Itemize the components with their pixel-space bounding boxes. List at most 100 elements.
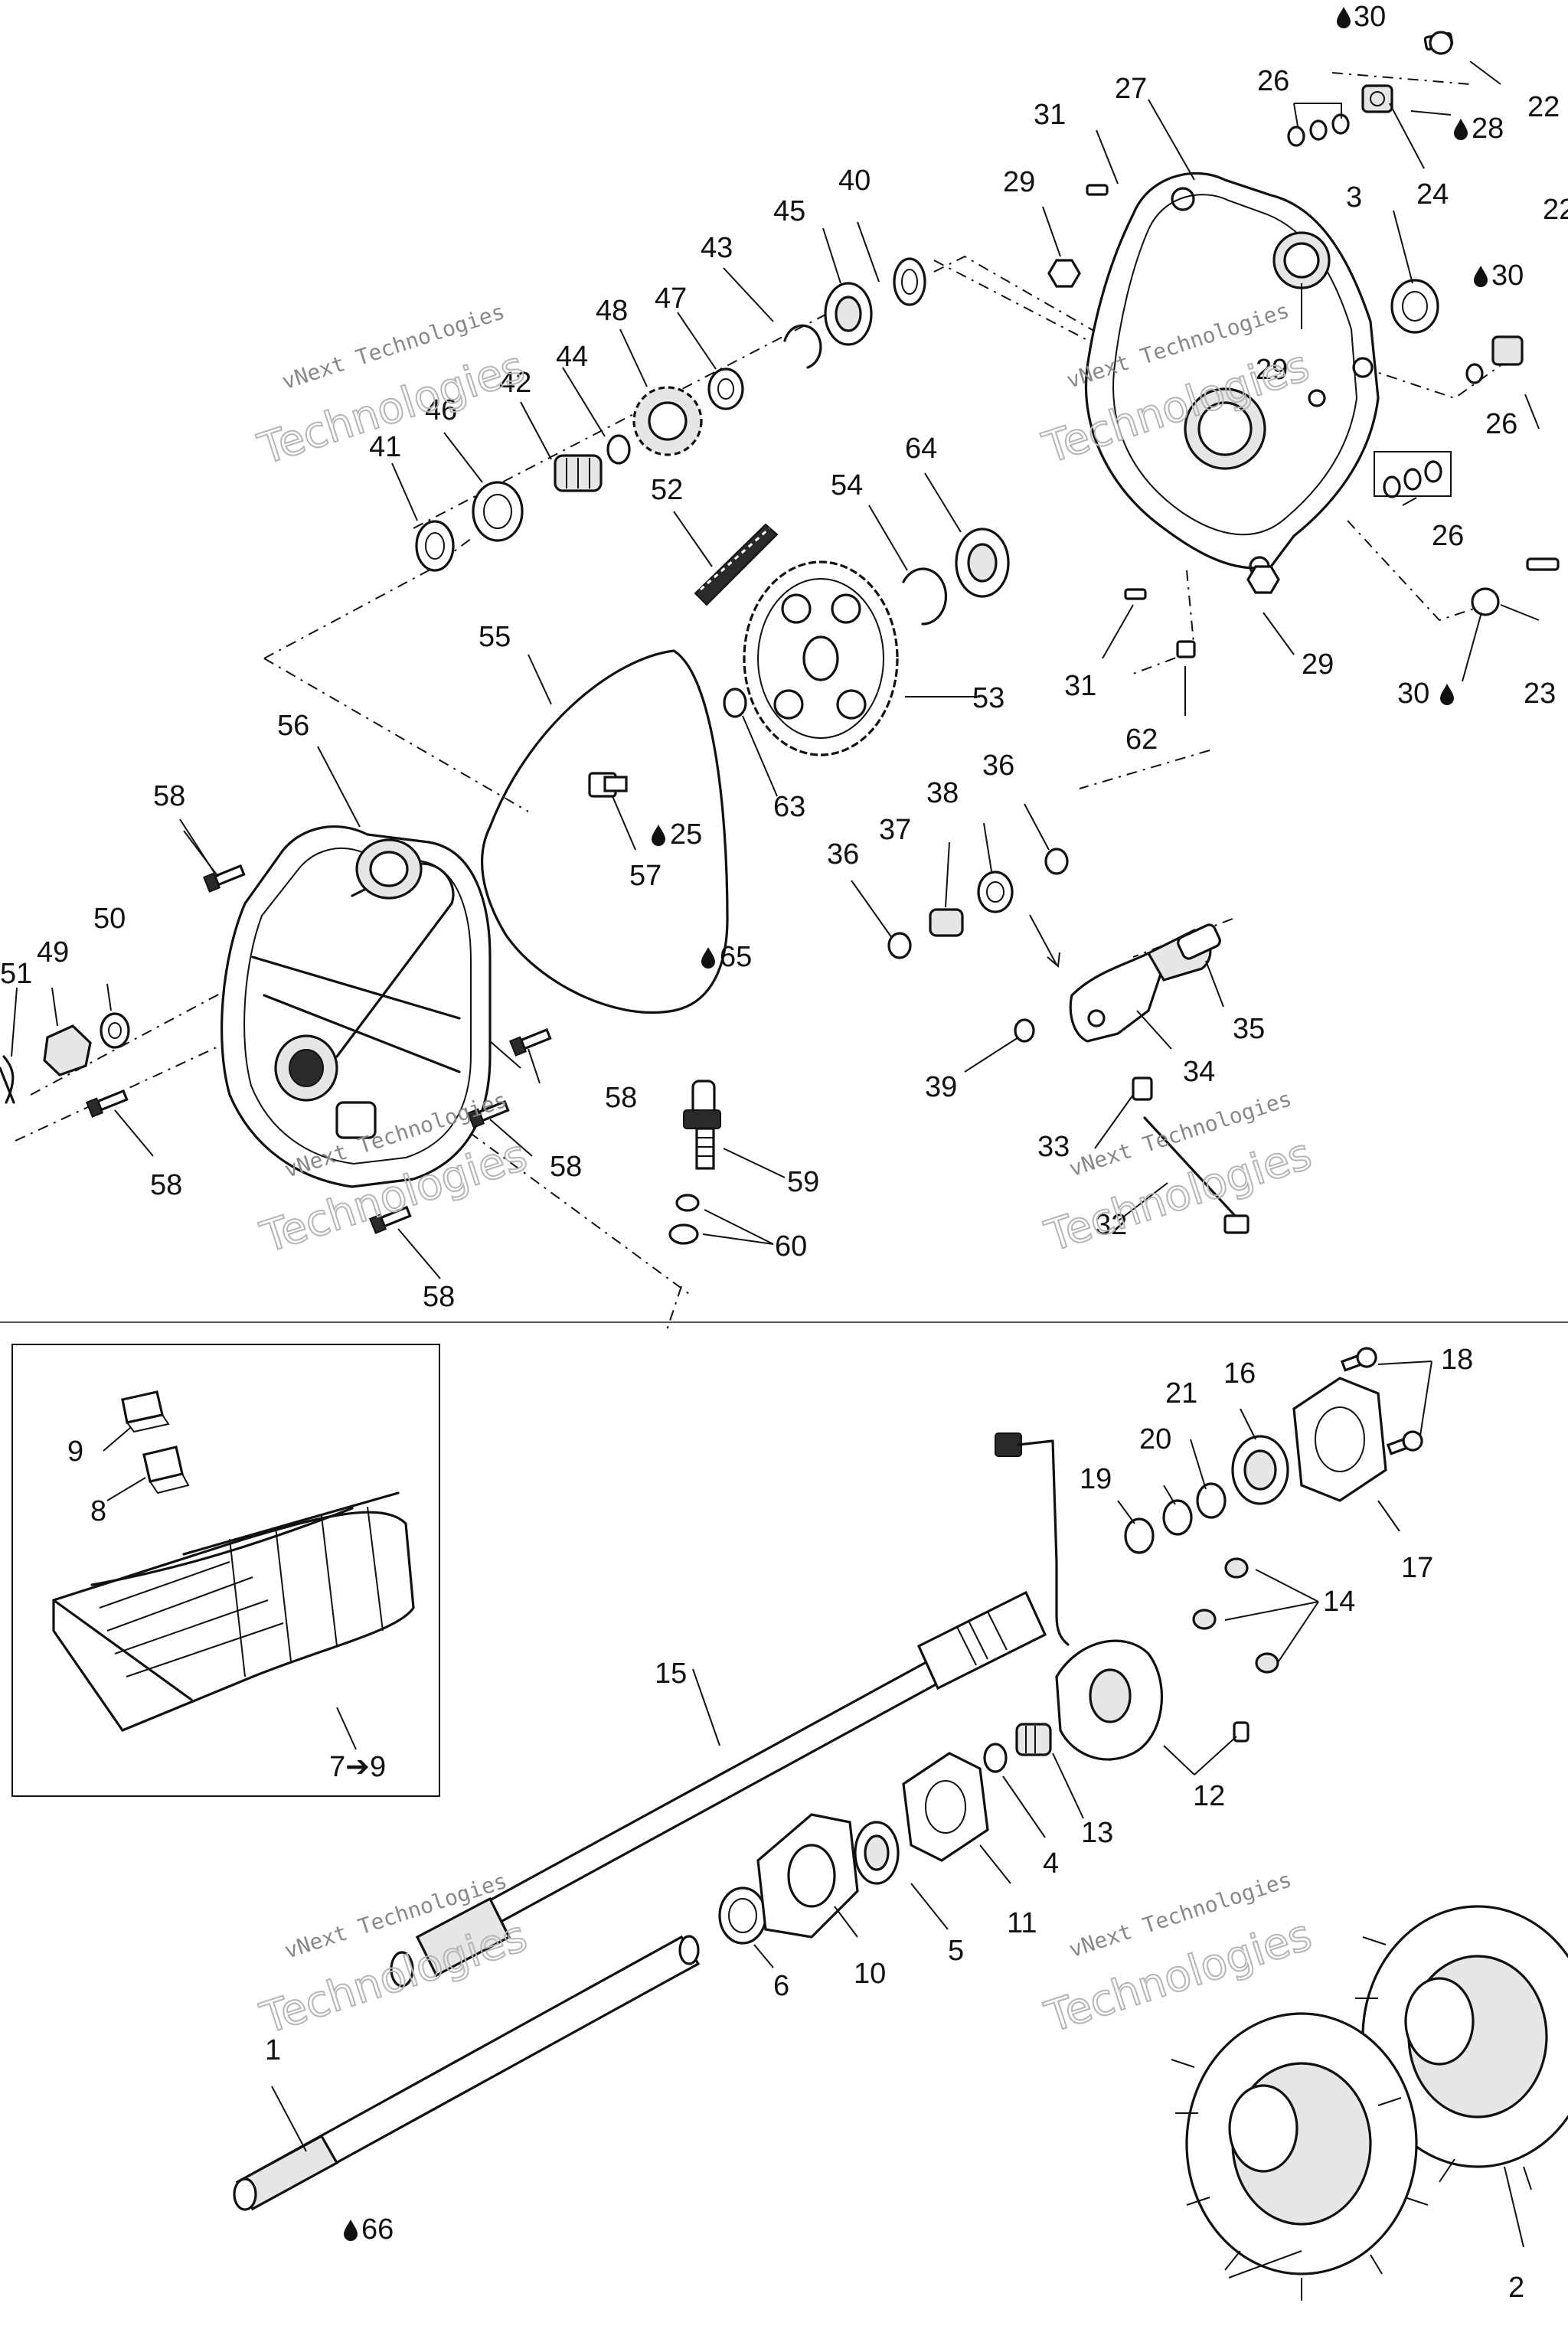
washers-60 bbox=[668, 1194, 700, 1245]
callout-54: 54 bbox=[831, 469, 863, 501]
bearing-cover-12 bbox=[995, 1432, 1164, 1761]
grease-fitting bbox=[1233, 1721, 1250, 1743]
callout-30a: 30 bbox=[1354, 1, 1386, 33]
callout-49: 49 bbox=[37, 936, 69, 969]
callout-56: 56 bbox=[277, 710, 309, 742]
lubricant-drop-icon bbox=[1454, 119, 1468, 140]
gasket-55 bbox=[481, 649, 729, 1014]
screws-58 bbox=[85, 864, 552, 1234]
lubricant-drop-icon bbox=[1337, 7, 1351, 28]
bearing-64 bbox=[955, 528, 1010, 598]
callout-38: 38 bbox=[926, 777, 959, 809]
dowel-31-top bbox=[1086, 184, 1109, 196]
callout-28: 28 bbox=[1472, 113, 1504, 145]
callout-57: 57 bbox=[629, 860, 662, 892]
callout-30c: 30 bbox=[1397, 678, 1429, 710]
callout-32: 32 bbox=[1095, 1209, 1127, 1241]
washer-50 bbox=[100, 1012, 130, 1049]
callout-29c: 29 bbox=[1302, 648, 1334, 681]
tensioner-arrow bbox=[1029, 914, 1060, 968]
bearing-38 bbox=[977, 871, 1014, 913]
callout-37: 37 bbox=[879, 814, 911, 846]
callout-22b: 22 bbox=[1543, 194, 1568, 226]
chaincase-cover-56 bbox=[220, 825, 492, 1188]
callout-58b: 58 bbox=[605, 1082, 637, 1114]
callout-26b: 26 bbox=[1485, 408, 1517, 440]
washer-36-right bbox=[1044, 848, 1069, 875]
drive-shaft-15 bbox=[390, 1590, 1047, 1988]
track-inset-box bbox=[11, 1344, 440, 1797]
callout-7: 7➔9 bbox=[329, 1751, 386, 1783]
callout-42: 42 bbox=[499, 367, 531, 399]
clip-9 bbox=[121, 1390, 170, 1433]
callout-17: 17 bbox=[1401, 1552, 1433, 1584]
bolt-57 bbox=[588, 772, 628, 798]
bearing-5 bbox=[854, 1821, 900, 1885]
callout-51: 51 bbox=[0, 958, 32, 990]
callout-22a: 22 bbox=[1527, 91, 1560, 123]
ring-21 bbox=[1196, 1482, 1227, 1519]
callout-59: 59 bbox=[787, 1166, 819, 1198]
callout-5: 5 bbox=[948, 1935, 964, 1967]
washer-44 bbox=[606, 434, 631, 465]
callout-36b: 36 bbox=[982, 750, 1014, 782]
callout-62: 62 bbox=[1125, 724, 1158, 756]
washers-26-top bbox=[1287, 113, 1350, 147]
callout-65: 65 bbox=[720, 941, 752, 973]
ring-20 bbox=[1162, 1499, 1193, 1536]
plate-11 bbox=[902, 1752, 989, 1862]
drive-sprockets-2 bbox=[1171, 1905, 1568, 2301]
callout-64: 64 bbox=[905, 433, 937, 465]
bolt-22 bbox=[1423, 31, 1454, 55]
level-plug-59 bbox=[683, 1080, 721, 1170]
callout-34: 34 bbox=[1183, 1056, 1215, 1088]
callout-29b: 29 bbox=[1256, 354, 1288, 386]
bearing-housing-10 bbox=[756, 1813, 859, 1939]
needle-bearing-42 bbox=[554, 454, 603, 492]
callout-58d: 58 bbox=[150, 1169, 182, 1201]
callout-2: 2 bbox=[1508, 2272, 1524, 2304]
washer-63 bbox=[723, 688, 747, 718]
callout-55: 55 bbox=[479, 621, 511, 653]
callout-52: 52 bbox=[651, 474, 683, 506]
circlip-43 bbox=[783, 324, 822, 369]
speed-sensor-gear-13 bbox=[1015, 1723, 1052, 1756]
callout-50: 50 bbox=[93, 903, 126, 935]
callout-30b: 30 bbox=[1491, 260, 1524, 292]
chaincase-housing bbox=[1084, 172, 1380, 577]
seal-40 bbox=[893, 257, 926, 306]
callout-58e: 58 bbox=[423, 1281, 455, 1313]
chain-52 bbox=[694, 523, 779, 606]
spacer-47 bbox=[707, 368, 744, 410]
callout-10: 10 bbox=[854, 1958, 886, 1990]
callout-16: 16 bbox=[1223, 1357, 1256, 1390]
callout-20: 20 bbox=[1139, 1423, 1171, 1455]
nuts-14 bbox=[1192, 1557, 1279, 1674]
ring-4 bbox=[983, 1743, 1008, 1773]
sprocket-48 bbox=[632, 386, 703, 456]
callout-35: 35 bbox=[1233, 1013, 1265, 1045]
callout-6: 6 bbox=[773, 1970, 789, 2002]
callout-46: 46 bbox=[425, 394, 457, 426]
leader-lines bbox=[11, 60, 1540, 2278]
nut-24 bbox=[1361, 84, 1393, 113]
bolt-32 bbox=[1143, 1116, 1250, 1234]
nut-29 bbox=[1047, 259, 1280, 594]
washers-26-right bbox=[1374, 451, 1452, 498]
lubricant-drop-icon bbox=[652, 825, 665, 846]
callout-31b: 31 bbox=[1064, 670, 1096, 702]
lubricant-drop-icon bbox=[1440, 684, 1454, 705]
lubricant-drop-icon bbox=[1474, 266, 1488, 287]
callout-18: 18 bbox=[1441, 1344, 1473, 1376]
bearing-46 bbox=[472, 481, 524, 542]
callout-15: 15 bbox=[655, 1658, 687, 1690]
callout-1: 1 bbox=[265, 2034, 281, 2066]
bearing-3 bbox=[1390, 279, 1439, 334]
sprocket-53 bbox=[743, 560, 899, 756]
dowel-31-bottom bbox=[1124, 588, 1147, 600]
lubricant-drop-icon bbox=[701, 947, 715, 969]
nut-30-right bbox=[1465, 335, 1524, 384]
callout-25: 25 bbox=[670, 818, 702, 851]
callout-66: 66 bbox=[361, 2213, 394, 2246]
